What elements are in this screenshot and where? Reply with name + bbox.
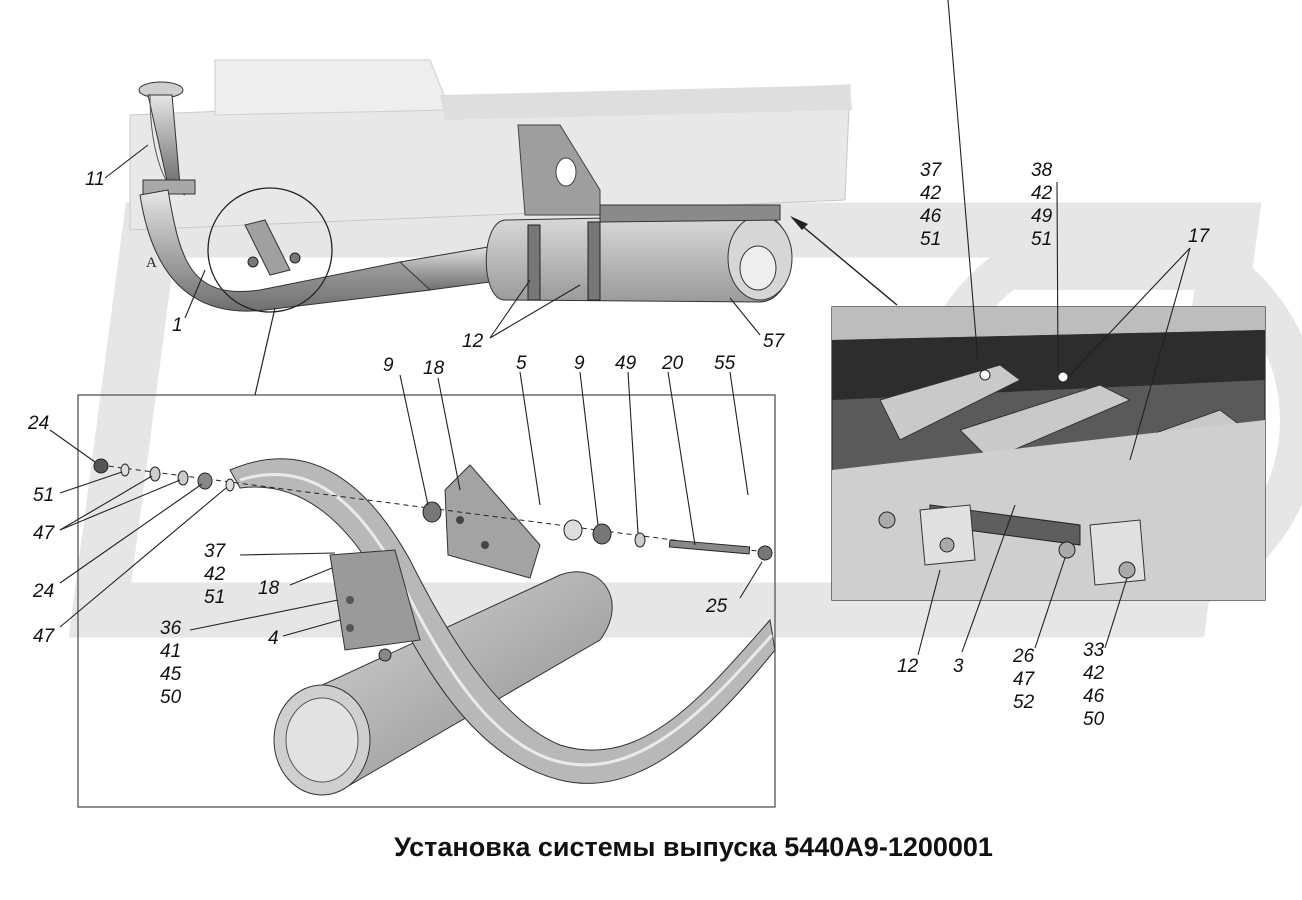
callout-57: 57 <box>763 331 785 352</box>
callout-24-b: 24 <box>33 581 55 602</box>
callout-stack-37-42-51: 37 42 51 <box>204 540 225 609</box>
callout-51-a: 51 <box>33 485 55 506</box>
callout-stack-38-42-49-51: 38 42 49 51 <box>1031 159 1052 251</box>
stack-item: 50 <box>1083 709 1105 730</box>
stack-item: 52 <box>1013 692 1035 713</box>
stack-item: 26 <box>1013 646 1035 667</box>
stack-item: 42 <box>1031 183 1053 204</box>
stack-item: 47 <box>1013 669 1035 690</box>
stack-item: 42 <box>204 564 226 585</box>
callout-9-a: 9 <box>383 355 394 376</box>
stack-item: 46 <box>920 206 942 227</box>
callout-20: 20 <box>662 353 684 374</box>
callout-17: 17 <box>1188 226 1210 247</box>
page-title: Установка системы выпуска 5440А9-1200001 <box>394 832 993 862</box>
exhaust-pipe-top <box>138 81 506 313</box>
stack-item: 37 <box>204 541 226 562</box>
callout-stack-37-42-46-51: 37 42 46 51 <box>920 159 941 251</box>
detail-arrow <box>790 216 898 306</box>
callout-9-b: 9 <box>574 353 585 374</box>
stack-item: 42 <box>920 183 942 204</box>
stack-item: 45 <box>160 664 182 685</box>
view-marker: A <box>146 255 157 271</box>
stack-item: 38 <box>1031 160 1053 181</box>
callout-stack-26-47-52: 26 47 52 <box>1013 645 1034 714</box>
stack-item: 41 <box>160 641 182 662</box>
stack-item: 51 <box>1031 229 1053 250</box>
stack-item: 37 <box>920 160 942 181</box>
stack-item: 50 <box>160 687 182 708</box>
leader-lines <box>49 0 1191 656</box>
callout-47-b: 47 <box>33 626 55 647</box>
detail-box-left <box>77 307 776 808</box>
callout-3: 3 <box>953 656 964 677</box>
stack-item: 36 <box>160 618 182 639</box>
stack-item: 51 <box>920 229 942 250</box>
callout-47-a: 47 <box>33 523 55 544</box>
callout-49: 49 <box>615 353 637 374</box>
muffler <box>485 204 793 303</box>
callout-stack-33-42-46-50: 33 42 46 50 <box>1083 639 1104 731</box>
callout-55: 55 <box>714 353 736 374</box>
callout-4: 4 <box>268 628 279 649</box>
stack-item: 51 <box>204 587 226 608</box>
stack-item: 46 <box>1083 686 1105 707</box>
callout-25: 25 <box>706 596 728 617</box>
callout-24-a: 24 <box>28 413 50 434</box>
callout-12-top: 12 <box>462 331 484 352</box>
stack-item: 42 <box>1083 663 1105 684</box>
callout-11: 11 <box>85 169 105 190</box>
callout-18-b: 18 <box>258 578 280 599</box>
stack-item: 33 <box>1083 640 1105 661</box>
callout-1: 1 <box>172 315 183 336</box>
stack-item: 49 <box>1031 206 1053 227</box>
callout-18-a: 18 <box>423 358 445 379</box>
callout-5: 5 <box>516 353 527 374</box>
frame-rail <box>129 59 852 231</box>
callout-stack-36-41-45-50: 36 41 45 50 <box>160 617 181 709</box>
detail-box-right <box>831 306 1266 601</box>
callout-12-right: 12 <box>897 656 919 677</box>
